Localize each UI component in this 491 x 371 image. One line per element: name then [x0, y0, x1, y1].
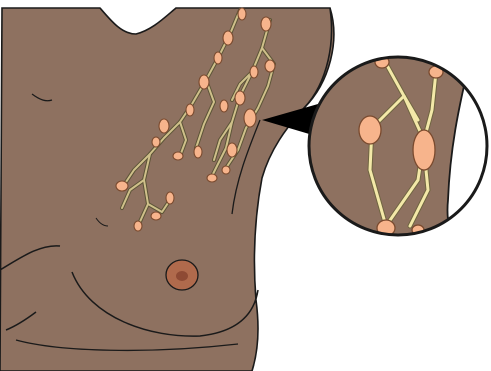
lymph-node [250, 66, 258, 78]
lymph-node [222, 166, 230, 174]
lymph-node [238, 8, 246, 20]
lymph-node [244, 109, 256, 127]
lymph-node [199, 75, 209, 89]
nipple [176, 271, 188, 281]
lymph-node [194, 146, 202, 158]
lymph-node [173, 152, 183, 160]
lymph-node [207, 174, 217, 182]
lymph-node [261, 17, 271, 31]
lymph-node [152, 137, 160, 147]
magnified-node [359, 116, 381, 144]
lymph-node [223, 31, 233, 45]
lymph-node [227, 143, 237, 157]
lymph-node [214, 52, 222, 64]
lymph-node [159, 119, 169, 133]
lymph-node [134, 221, 142, 231]
lymph-node [220, 100, 228, 112]
lymph-node [166, 192, 174, 204]
lymph-node [151, 212, 161, 220]
magnified-node [413, 130, 435, 170]
lymph-node [265, 60, 275, 72]
lymph-node [235, 91, 245, 105]
lymph-node [116, 181, 128, 191]
lymph-node [186, 104, 194, 116]
